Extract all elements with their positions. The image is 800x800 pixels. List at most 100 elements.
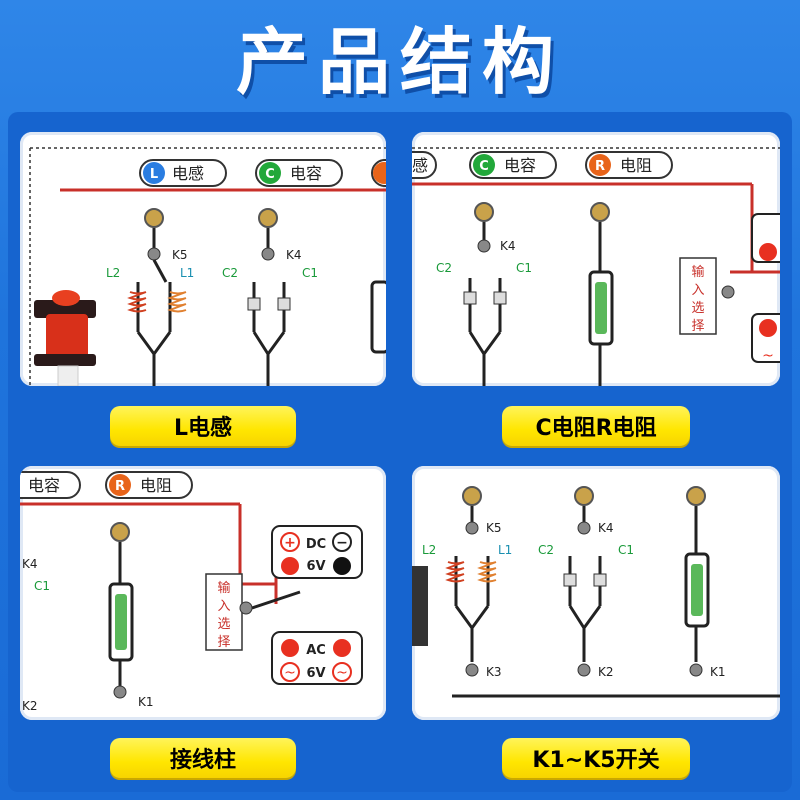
terminal-post bbox=[686, 486, 706, 506]
switch-k2-knob bbox=[577, 663, 591, 677]
resistor-badge-text: 电阻 bbox=[620, 156, 652, 175]
resistor-partial bbox=[370, 280, 386, 354]
inductor-core-top bbox=[52, 290, 80, 306]
terminal-circuit: 电容 R 电阻 K1 K4 C1 K2 输 入 选 择 + DC − 6V AC bbox=[20, 471, 363, 713]
switch-k5-knob bbox=[147, 247, 161, 261]
terminal-post bbox=[144, 208, 164, 228]
caption-inductor: L电感 bbox=[110, 406, 296, 446]
resistor-badge-letter: R bbox=[115, 479, 125, 494]
capacitor-badge-circle bbox=[259, 162, 281, 184]
terminal-post bbox=[258, 208, 278, 228]
inductor-bobbin-bottom bbox=[34, 354, 96, 366]
k4-label: K4 bbox=[22, 557, 38, 571]
input-select-box bbox=[679, 257, 717, 335]
red-terminal bbox=[281, 557, 299, 575]
c1-label: C1 bbox=[618, 543, 634, 557]
inductor-bobbin-coil bbox=[46, 314, 88, 358]
terminal-post bbox=[574, 486, 594, 506]
switch-k5-knob bbox=[465, 521, 479, 535]
tilde-mark: ~ bbox=[336, 665, 348, 681]
k1-label: K1 bbox=[710, 665, 726, 679]
capacitor-badge-partial bbox=[20, 471, 81, 499]
svg-text:输: 输 bbox=[217, 580, 230, 596]
red-terminal bbox=[759, 243, 777, 261]
resistor-element bbox=[691, 564, 703, 616]
k2-label: K2 bbox=[22, 699, 38, 713]
svg-text:选: 选 bbox=[217, 617, 230, 632]
panel-switches: K5 L2 L1 K3 K4 C2 C1 K2 K1 bbox=[412, 466, 780, 720]
input-select-box bbox=[205, 573, 243, 651]
terminal-post bbox=[110, 522, 130, 542]
l1-label: L1 bbox=[498, 543, 512, 557]
caption-capacitor-resistor: C电阻R电阻 bbox=[502, 406, 690, 446]
tilde-mark: ~ bbox=[762, 348, 774, 364]
capacitor-badge-text: 电容 bbox=[290, 164, 322, 183]
resistor-element bbox=[595, 282, 607, 334]
partial-badge-text: 感 bbox=[412, 156, 428, 175]
capacitor-badge-letter: C bbox=[265, 167, 275, 182]
black-terminal bbox=[333, 557, 351, 575]
red-terminal bbox=[759, 319, 777, 337]
switch-k4-knob bbox=[261, 247, 275, 261]
inductor-bobbin-top bbox=[34, 300, 96, 318]
c1-label: C1 bbox=[34, 579, 50, 593]
inductor-coil-l1 bbox=[167, 291, 187, 313]
resistor-badge-letter: R bbox=[595, 159, 605, 174]
capacitor-badge-text: 电容 bbox=[504, 156, 536, 175]
svg-text:入: 入 bbox=[217, 599, 230, 614]
side-component-partial bbox=[412, 566, 428, 646]
inductor-coil-l2 bbox=[445, 561, 465, 583]
inductor-coil-l2 bbox=[127, 291, 147, 313]
switch-k4-knob bbox=[477, 239, 491, 253]
k4-label: K4 bbox=[286, 248, 302, 262]
ac-label: AC bbox=[306, 643, 326, 658]
input-select-char: 入 bbox=[691, 283, 704, 298]
input-select-char: 择 bbox=[691, 319, 704, 334]
capacitor-badge-text: 电容 bbox=[28, 476, 60, 495]
capacitor-clip bbox=[277, 297, 291, 311]
inductor-circuit: L 电感 C 电容 K5 L2 L1 K4 C2 C1 bbox=[29, 147, 386, 386]
k3-label: K3 bbox=[486, 665, 502, 679]
inductor-badge-partial bbox=[412, 151, 437, 179]
tilde-mark: ~ bbox=[284, 665, 296, 681]
terminal-post bbox=[590, 202, 610, 222]
k5-label: K5 bbox=[172, 248, 188, 262]
panel-capacitor-resistor: 感 C 电容 R 电阻 K4 C2 C1 输 入 选 择 ~ bbox=[412, 132, 780, 386]
k4-label: K4 bbox=[500, 239, 516, 253]
capacitor-clip bbox=[247, 297, 261, 311]
ac-volt-label: 6V bbox=[306, 666, 325, 681]
switch-k1-knob bbox=[689, 663, 703, 677]
caption-switches: K1~K5开关 bbox=[502, 738, 690, 778]
inductor-badge-letter: L bbox=[150, 167, 158, 182]
l2-label: L2 bbox=[106, 266, 120, 280]
terminal-post bbox=[474, 202, 494, 222]
inductor-badge-circle bbox=[143, 162, 165, 184]
minus-mark: − bbox=[336, 535, 348, 551]
caption-terminals: 接线柱 bbox=[110, 738, 296, 778]
plus-mark: + bbox=[284, 535, 296, 551]
red-terminal bbox=[281, 639, 299, 657]
switch-k3-knob bbox=[465, 663, 479, 677]
panel-terminals: 电容 R 电阻 K1 K4 C1 K2 输 入 选 择 + DC − 6V AC bbox=[20, 466, 386, 720]
k5-label: K5 bbox=[486, 521, 502, 535]
red-terminal bbox=[333, 639, 351, 657]
inductor-core-rod bbox=[57, 365, 79, 386]
resistor-badge-circle-partial bbox=[373, 162, 386, 184]
dc-label: DC bbox=[306, 537, 326, 552]
c1-label: C1 bbox=[516, 261, 532, 275]
k4-label: K4 bbox=[598, 521, 614, 535]
c2-label: C2 bbox=[222, 266, 238, 280]
c2-label: C2 bbox=[436, 261, 452, 275]
switch-k1-knob bbox=[113, 685, 127, 699]
svg-text:择: 择 bbox=[217, 635, 230, 650]
dc-volt-label: 6V bbox=[306, 559, 325, 574]
panel-inductor: L 电感 C 电容 K5 L2 L1 K4 C2 C1 bbox=[20, 132, 386, 386]
capacitor-badge-letter: C bbox=[479, 159, 489, 174]
input-select-char: 输 bbox=[691, 264, 704, 280]
input-select-switch bbox=[721, 285, 735, 299]
resistor-badge-text: 电阻 bbox=[140, 476, 172, 495]
k2-label: K2 bbox=[598, 665, 614, 679]
switch-circuit: K5 L2 L1 K3 K4 C2 C1 K2 K1 bbox=[412, 486, 780, 698]
c1-label: C1 bbox=[302, 266, 318, 280]
input-select-char: 选 bbox=[691, 301, 704, 316]
